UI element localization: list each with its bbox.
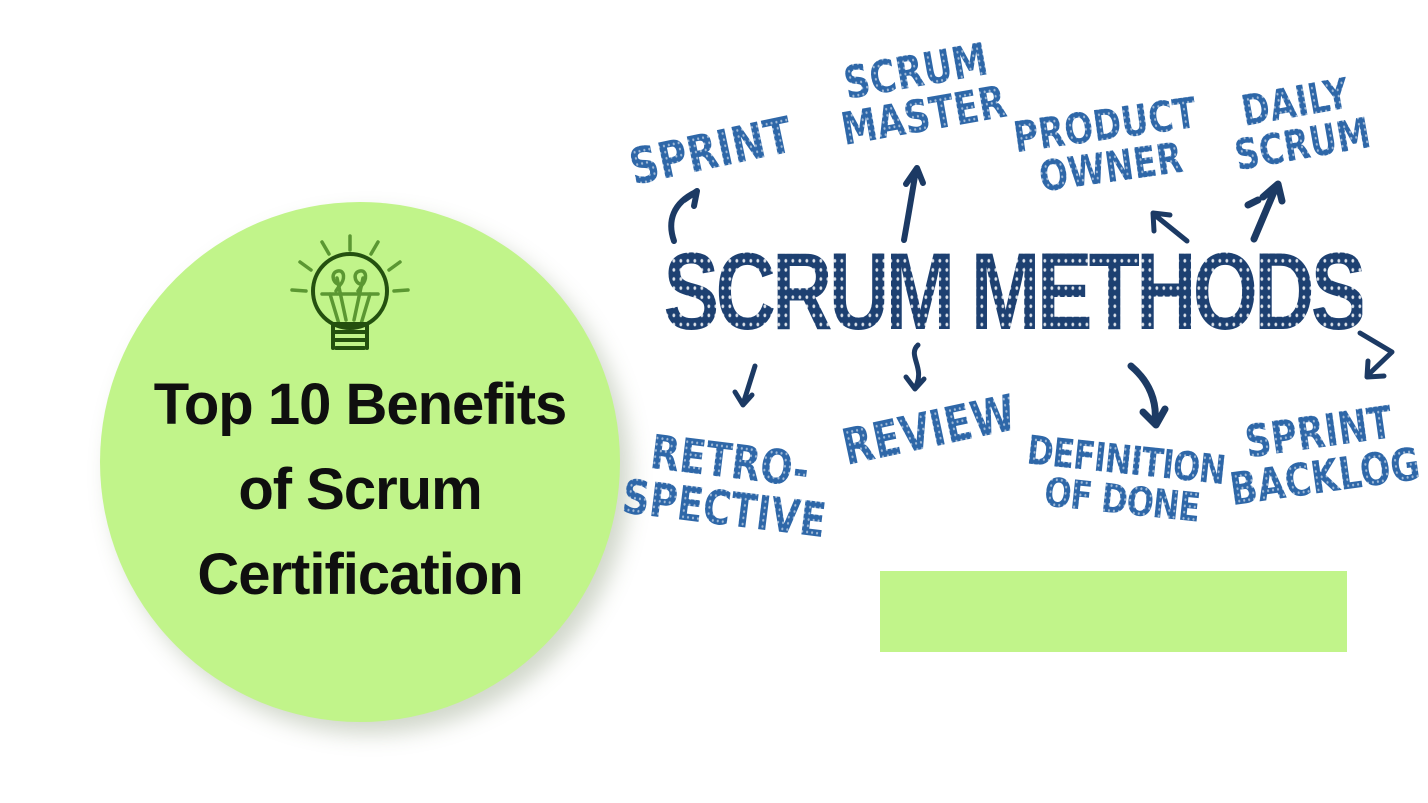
term-definition-of-done: DEFINITION OF DONE: [1021, 430, 1227, 530]
arrow-to-scrum-master-icon: [901, 165, 926, 243]
title-line: of Scrum: [238, 457, 482, 522]
term-line: REVIEW: [837, 384, 1021, 478]
term-scrum-master: SCRUM MASTER: [830, 36, 1010, 154]
arrow-to-product-owner-icon: [1150, 210, 1190, 244]
term-retrospective: RETRO- SPECTIVE: [620, 425, 835, 544]
arrow-to-daily-scrum-icon: [1244, 180, 1286, 243]
term-line: SPRINT: [624, 106, 798, 198]
term-sprint: SPRINT: [625, 110, 796, 193]
term-product-owner: PRODUCT OWNER: [1011, 92, 1205, 202]
title-badge-circle: Top 10 Benefits of Scrum Certification: [100, 202, 620, 722]
title-line: Top 10 Benefits: [153, 372, 568, 437]
arrow-to-sprint-backlog-icon: [1357, 330, 1395, 380]
term-daily-scrum: DAILY SCRUM: [1224, 70, 1374, 178]
diagram-title: SCRUM METHODS: [663, 229, 1366, 355]
term-review: REVIEW: [838, 388, 1020, 473]
arrow-to-sprint-icon: [668, 188, 700, 244]
lightbulb-icon: [290, 234, 410, 350]
title-line: Certification: [197, 542, 523, 607]
page-title: Top 10 Benefits of Scrum Certification: [100, 362, 620, 617]
footer-accent-bar: [880, 571, 1347, 652]
arrow-to-definition-of-done-icon: [1127, 362, 1169, 429]
arrow-to-review-icon: [903, 342, 927, 392]
arrow-to-retrospective-icon: [732, 363, 758, 408]
term-sprint-backlog: SPRINT BACKLOG: [1221, 398, 1423, 514]
